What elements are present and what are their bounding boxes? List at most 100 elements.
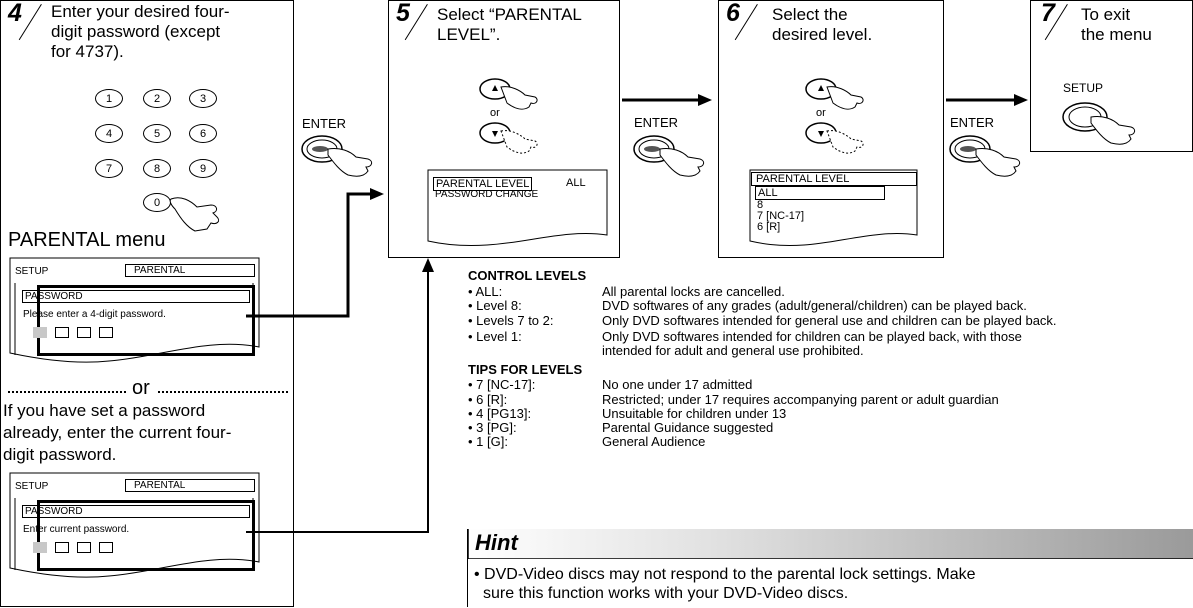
step6-instruction: Select the desired level. [772, 5, 872, 45]
dotted-rule-right [158, 391, 288, 393]
control-level-desc: DVD softwares of any grades (adult/gener… [602, 298, 1027, 313]
setup-label: SETUP [15, 266, 49, 277]
control-levels-heading: CONTROL LEVELS [468, 268, 587, 283]
tip-desc: General Audience [602, 434, 706, 449]
step4-instruction-line1: Enter your desired four- [51, 2, 230, 21]
parental-tab: PARENTAL [125, 479, 255, 492]
key-1-button[interactable]: 1 [95, 89, 123, 108]
password-screen-new: SETUP PARENTAL PASSWORD Please enter a 4… [9, 257, 267, 365]
tip-desc: Unsuitable for children under 13 [602, 406, 787, 421]
tv-screen-outline [427, 169, 608, 246]
up-arrow-button-icon[interactable] [803, 77, 867, 111]
hint-header-bar [468, 529, 1193, 559]
password-screen-current: SETUP PARENTAL PASSWORD Enter current pa… [9, 472, 267, 580]
password-field-label: PASSWORD [22, 505, 250, 518]
password-digit-3 [77, 327, 91, 338]
key-9-button[interactable]: 9 [189, 159, 217, 178]
password-field-label: PASSWORD [22, 290, 250, 303]
step4-alt-instruction: If you have set a password already, ente… [3, 400, 231, 466]
step4-instruction: Enter your desired four- digit password … [51, 2, 230, 62]
key-8-button[interactable]: 8 [143, 159, 171, 178]
step7-instruction-line2: the menu [1081, 25, 1152, 44]
password-prompt: Please enter a 4-digit password. [23, 309, 166, 320]
tip-desc: No one under 17 admitted [602, 377, 753, 392]
menu-item-parental-level[interactable]: PARENTAL LEVEL [433, 177, 533, 191]
hint-text: • DVD-Video discs may not respond to the… [474, 565, 976, 603]
step6-instruction-line1: Select the [772, 5, 848, 24]
key-2-button[interactable]: 2 [143, 89, 171, 108]
control-level-term: • Levels 7 to 2: [468, 313, 554, 328]
enter-label: ENTER [302, 116, 347, 131]
password-digit-1 [33, 542, 47, 553]
hint-box: Hint • DVD-Video discs may not respond t… [467, 529, 1193, 607]
control-level-term: • Level 8: [468, 298, 522, 313]
or-label: or [816, 107, 826, 119]
tv-screen-outline [749, 169, 918, 246]
password-digit-2 [55, 542, 69, 553]
alt-line3: digit password. [3, 445, 117, 464]
or-label: or [132, 377, 150, 399]
control-level-term: • Level 1: [468, 329, 522, 344]
control-level-desc: Only DVD softwares intended for children… [602, 329, 1022, 344]
key-6-button[interactable]: 6 [189, 124, 217, 143]
key-5-button[interactable]: 5 [143, 124, 171, 143]
password-digit-2 [55, 327, 69, 338]
setup-button-label: SETUP [1063, 81, 1104, 95]
step5-instruction-line2: LEVEL”. [437, 25, 501, 44]
control-level-desc: All parental locks are cancelled. [602, 284, 785, 299]
step7-instruction-line1: To exit [1081, 5, 1131, 24]
or-separator: or [8, 377, 288, 401]
step6-number: 6 [726, 0, 740, 27]
down-arrow-button-icon[interactable] [803, 121, 867, 155]
enter-label: ENTER [950, 115, 995, 130]
step5-instruction: Select “PARENTAL LEVEL”. [437, 5, 582, 45]
level-option-7[interactable]: 7 [NC-17] [757, 210, 805, 222]
step5-instruction-line1: Select “PARENTAL [437, 5, 582, 24]
tips-heading: TIPS FOR LEVELS [468, 362, 583, 377]
key-7-button[interactable]: 7 [95, 159, 123, 178]
password-digit-4 [99, 542, 113, 553]
hint-line2: sure this function works with your DVD-V… [483, 585, 849, 602]
alt-line1: If you have set a password [3, 401, 206, 420]
step4-number: 4 [8, 0, 22, 27]
control-level-term: • ALL: [468, 284, 503, 299]
tip-term: • 3 [PG]: [468, 420, 517, 435]
control-level-desc: Only DVD softwares intended for general … [602, 313, 1057, 328]
password-dialog [37, 285, 255, 356]
level-option-6[interactable]: 6 [R] [757, 221, 781, 233]
step6-instruction-line2: desired level. [772, 25, 873, 44]
tip-term: • 6 [R]: [468, 392, 508, 407]
control-level-desc-cont: intended for adult and general use prohi… [602, 343, 864, 358]
key-4-button[interactable]: 4 [95, 124, 123, 143]
enter-button-icon[interactable] [630, 133, 710, 179]
step5-panel: 5 Select “PARENTAL LEVEL”. or PARENTAL L… [388, 0, 620, 258]
step4-panel: 4 Enter your desired four- digit passwor… [0, 0, 294, 607]
parental-menu-caption: PARENTAL menu [8, 229, 166, 251]
enter-button-group: ENTER [302, 115, 346, 133]
enter-button-icon[interactable] [298, 133, 378, 179]
dotted-rule-left [8, 391, 126, 393]
tip-desc: Restricted; under 17 requires accompanyi… [602, 392, 999, 407]
key-3-button[interactable]: 3 [189, 89, 217, 108]
setup-label: SETUP [15, 481, 49, 492]
parental-level-value: ALL [566, 177, 586, 189]
setup-button-icon[interactable] [1059, 99, 1143, 147]
menu-item-password-change[interactable]: PASSWORD CHANGE [435, 189, 539, 200]
step4-instruction-line2: digit password (except [51, 22, 221, 41]
password-digit-3 [77, 542, 91, 553]
tip-term: • 1 [G]: [468, 434, 508, 449]
step4-instruction-line3: for 4737). [51, 42, 124, 61]
step7-panel: 7 To exit the menu SETUP [1030, 0, 1193, 152]
or-label: or [490, 107, 500, 119]
level-option-all[interactable]: ALL [755, 186, 885, 200]
password-prompt: Enter current password. [23, 524, 130, 535]
alt-line2: already, enter the current four- [3, 423, 232, 442]
enter-button-icon[interactable] [946, 133, 1026, 179]
step5-number: 5 [396, 0, 410, 27]
down-arrow-button-icon[interactable] [477, 121, 541, 155]
up-arrow-button-icon[interactable] [477, 77, 541, 111]
level-option-8[interactable]: 8 [757, 199, 764, 211]
parental-tab: PARENTAL [125, 264, 255, 277]
pressing-finger-icon [169, 197, 220, 232]
step7-instruction: To exit the menu [1081, 5, 1152, 45]
